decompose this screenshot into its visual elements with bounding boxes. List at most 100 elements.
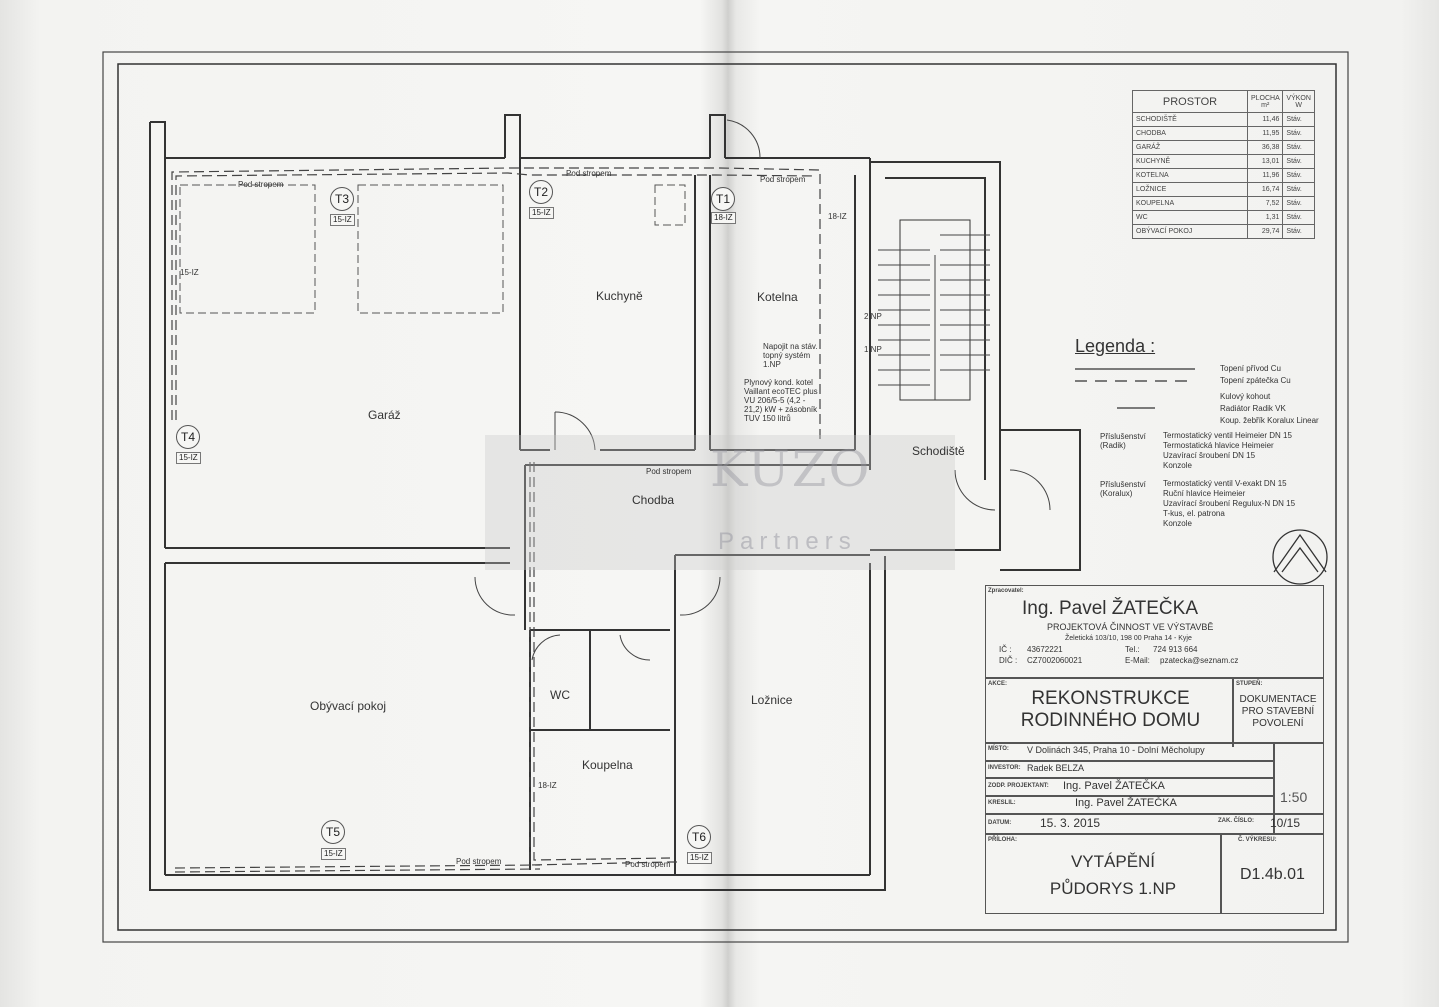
heater-note-t1: 18-IZ [711, 212, 736, 224]
title-block-divider [1273, 742, 1275, 835]
table-cell: KOUPELNA [1132, 196, 1248, 211]
tb-email: pzatecka@seznam.cz [1160, 656, 1239, 665]
table-cell: LOŽNICE [1132, 182, 1248, 197]
tb-kreslil-label: KRESLIL: [988, 800, 1016, 806]
tb-dic: CZ7002060021 [1027, 656, 1083, 665]
title-block-divider [985, 742, 1324, 744]
title-block-divider [985, 777, 1275, 779]
legend-radik-item: Termostatická hlavice Heimeier [1163, 441, 1274, 450]
tb-stupen: DOKUMENTACE PRO STAVEBNÍ POVOLENÍ [1239, 694, 1317, 729]
legend-item: Radiátor Radik VK [1220, 404, 1286, 413]
heater-note-t5: 15-IZ [321, 848, 346, 860]
legend-item: Koup. žebřík Koralux Linear [1220, 416, 1319, 425]
table-cell: Stáv. [1282, 140, 1315, 155]
tb-tel: 724 913 664 [1153, 645, 1198, 654]
table-header-prostor: PROSTOR [1132, 90, 1248, 113]
watermark-sub: Partners [718, 528, 857, 555]
table-header-plocha: PLOCHA m² [1246, 90, 1284, 113]
table-cell: 1,31 [1246, 210, 1284, 225]
tb-company-sub: PROJEKTOVÁ ČINNOST VE VÝSTAVBĚ [1047, 622, 1214, 632]
note-pipe-18-1: 18-IZ [828, 212, 847, 221]
table-cell: 11,95 [1246, 126, 1284, 141]
tb-priloha: VYTÁPĚNÍ PŮDORYS 1.NP [1049, 852, 1177, 898]
note-1np: 1.NP [864, 345, 882, 354]
heater-tag-t2: T2 [529, 180, 553, 204]
title-block-divider [1220, 833, 1222, 914]
note-napojit: Napojit na stáv. topný systém 1.NP [763, 342, 818, 369]
room-koupelna: Koupelna [582, 758, 633, 772]
legend-koralux-item: T-kus, el. patrona [1163, 509, 1225, 518]
tb-zpracovatel-label: Zpracovatel: [988, 588, 1024, 594]
title-block-divider [1232, 677, 1234, 747]
heater-tag-t6: T6 [687, 825, 711, 849]
note-2np: 2.NP [864, 312, 882, 321]
note-pipe-15-1: 15-IZ [180, 268, 199, 277]
table-cell: Stáv. [1282, 168, 1315, 183]
tb-zodp: Ing. Pavel ŽATEČKA [1063, 780, 1165, 792]
table-cell: Stáv. [1282, 210, 1315, 225]
tb-vykres-label: Č. VÝKRESU: [1238, 837, 1277, 843]
heater-tag-t5: T5 [321, 820, 345, 844]
room-schodiste: Schodiště [912, 444, 965, 458]
note-pod-stropem-2: Pod stropem [566, 169, 612, 178]
legend-item: Topení zpátečka Cu [1220, 376, 1291, 385]
note-kotel: Plynový kond. kotel Vaillant ecoTEC plus… [744, 378, 818, 423]
table-cell: Stáv. [1282, 126, 1315, 141]
tb-akce-label: AKCE: [988, 681, 1007, 687]
tb-akce: REKONSTRUKCE RODINNÉHO DOMU [1020, 688, 1201, 731]
legend-koralux-item: Konzole [1163, 519, 1192, 528]
tb-stupen-label: STUPEŇ: [1236, 681, 1263, 687]
heater-tag-t1: T1 [711, 187, 735, 211]
legend-radik-item: Konzole [1163, 461, 1192, 470]
room-loznice: Ložnice [751, 693, 793, 707]
table-cell: CHODBA [1132, 126, 1248, 141]
heater-note-t6: 15-IZ [687, 852, 712, 864]
tb-address: Želetická 103/10, 198 00 Praha 14 - Kyje [1065, 635, 1192, 642]
tb-kreslil: Ing. Pavel ŽATEČKA [1075, 797, 1177, 809]
room-garaz: Garáž [368, 408, 401, 422]
note-pod-stropem-5: Pod stropem [456, 857, 502, 866]
watermark-brand: KUZO [710, 440, 872, 498]
table-cell: 13,01 [1246, 154, 1284, 169]
table-cell: 29,74 [1246, 224, 1284, 239]
title-block-divider [985, 833, 1324, 835]
tb-datum-label: DATUM: [988, 820, 1012, 826]
legend-radik-item: Uzavírací šroubení DN 15 [1163, 451, 1256, 460]
room-wc: WC [550, 688, 570, 702]
tb-dic-label: DIČ : [999, 656, 1018, 665]
note-pod-stropem-1: Pod stropem [238, 180, 284, 189]
heater-tag-t3: T3 [330, 187, 354, 211]
tb-datum: 15. 3. 2015 [1040, 816, 1101, 830]
table-cell: SCHODIŠTĚ [1132, 112, 1248, 127]
legend-radik-item: Termostatický ventil Heimeier DN 15 [1163, 431, 1292, 440]
title-block-divider [985, 677, 1324, 679]
table-cell: 7,52 [1246, 196, 1284, 211]
table-cell: 16,74 [1246, 182, 1284, 197]
note-pipe-18-2: 18-IZ [538, 781, 557, 790]
tb-priloha-label: PŘÍLOHA: [988, 837, 1017, 843]
table-cell: Stáv. [1282, 224, 1315, 239]
tb-zak-label: ZAK. ČÍSLO: [1218, 818, 1254, 824]
table-header-vykon: VÝKON W [1282, 90, 1315, 113]
table-cell: Stáv. [1282, 154, 1315, 169]
legend-item: Topení přívod Cu [1220, 364, 1281, 373]
table-cell: Stáv. [1282, 182, 1315, 197]
note-pod-stropem-6: Pod stropem [625, 860, 671, 869]
table-cell: 11,96 [1246, 168, 1284, 183]
heater-note-t2: 15-IZ [529, 207, 554, 219]
legend-radik-label: Příslušenství (Radik) [1100, 432, 1146, 450]
legend-item: Kulový kohout [1220, 392, 1271, 401]
tb-company: Ing. Pavel ŽATEČKA [1022, 598, 1198, 619]
room-kuchyne: Kuchyně [596, 289, 643, 303]
tb-ic: 43672221 [1027, 645, 1063, 654]
tb-zak: 10/15 [1270, 816, 1301, 830]
table-cell: WC [1132, 210, 1248, 225]
title-block-divider [985, 760, 1275, 762]
